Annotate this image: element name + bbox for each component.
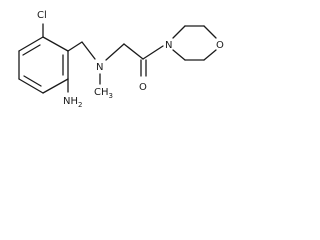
amine-text: NH bbox=[63, 96, 78, 107]
amide-bond bbox=[142, 45, 164, 60]
ch2-carbonyl-bond bbox=[123, 43, 144, 60]
morpholine-n-label: N bbox=[165, 40, 172, 51]
methyl-subscript: 3 bbox=[109, 92, 113, 100]
amine-subscript: 2 bbox=[78, 101, 82, 109]
morpholine-ring bbox=[172, 25, 217, 61]
n-ch2-bond bbox=[105, 43, 125, 61]
carbonyl-o-label: O bbox=[139, 82, 147, 93]
benzyl-bond-2 bbox=[81, 41, 96, 60]
methyl-label: CH3 bbox=[94, 87, 113, 100]
methyl-text: CH bbox=[94, 87, 109, 98]
benzyl-bond-1 bbox=[67, 41, 83, 52]
amine-label: NH2 bbox=[63, 96, 82, 109]
tertiary-n-label: N bbox=[96, 62, 103, 73]
benzene-ring bbox=[18, 36, 69, 94]
morpholine-o-label: O bbox=[216, 40, 224, 51]
chlorine-label: Cl bbox=[37, 10, 47, 21]
molecule-diagram: Cl NH2 N CH3 O N O bbox=[0, 0, 242, 118]
